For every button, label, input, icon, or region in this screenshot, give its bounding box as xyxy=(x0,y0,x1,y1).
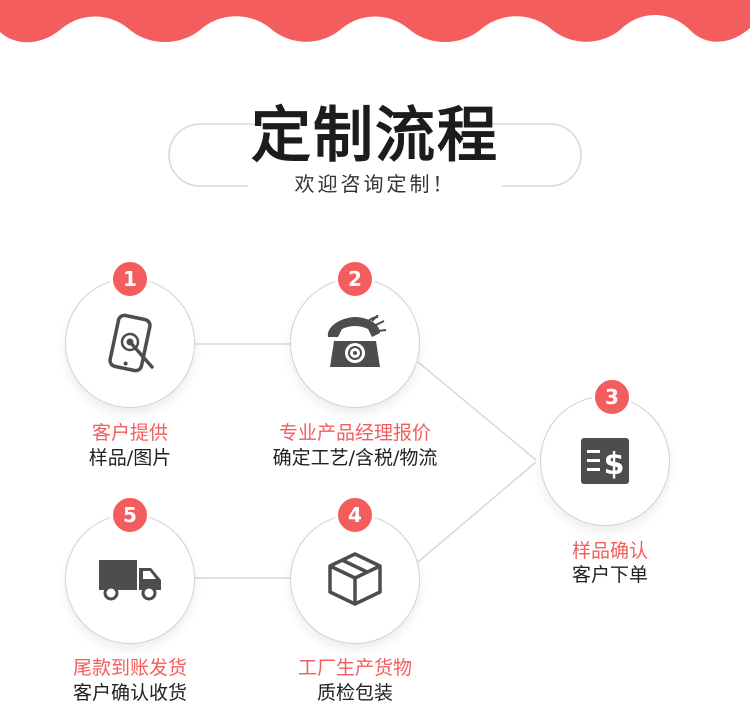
step-3-circle: $ xyxy=(540,396,670,526)
step-3-desc: 客户下单 xyxy=(571,564,648,586)
step-2-desc: 确定工艺/含税/物流 xyxy=(272,447,438,469)
step-1-desc: 样品/图片 xyxy=(88,447,172,469)
svg-text:$: $ xyxy=(604,447,625,482)
step-5-desc: 客户确认收货 xyxy=(72,682,187,704)
tablet-touch-icon xyxy=(108,313,154,373)
step-3-title: 样品确认 xyxy=(571,540,648,562)
step-2-title: 专业产品经理报价 xyxy=(278,422,431,444)
telephone-icon xyxy=(327,315,387,367)
step-4-desc: 质检包装 xyxy=(316,682,393,704)
page-title: 定制流程 xyxy=(251,101,499,171)
top-wave-banner xyxy=(0,0,750,43)
page-subtitle: 欢迎咨询定制！ xyxy=(294,172,456,196)
step-4-title: 工厂生产货物 xyxy=(297,657,412,679)
step-3-badge: 3 xyxy=(592,377,632,417)
step-5-badge: 5 xyxy=(110,495,150,535)
package-box-icon xyxy=(328,552,382,606)
step-1-title: 客户提供 xyxy=(91,422,168,444)
delivery-truck-icon xyxy=(99,560,161,601)
invoice-dollar-icon: $ xyxy=(581,438,629,484)
step-2-circle xyxy=(290,278,420,408)
step-2-badge: 2 xyxy=(335,259,375,299)
step-1-circle xyxy=(65,278,195,408)
step-5-title: 尾款到账发货 xyxy=(72,657,187,679)
step-4-badge: 4 xyxy=(335,495,375,535)
step-5-circle xyxy=(65,514,195,644)
step-4-circle xyxy=(290,514,420,644)
step-1-badge: 1 xyxy=(110,259,150,299)
